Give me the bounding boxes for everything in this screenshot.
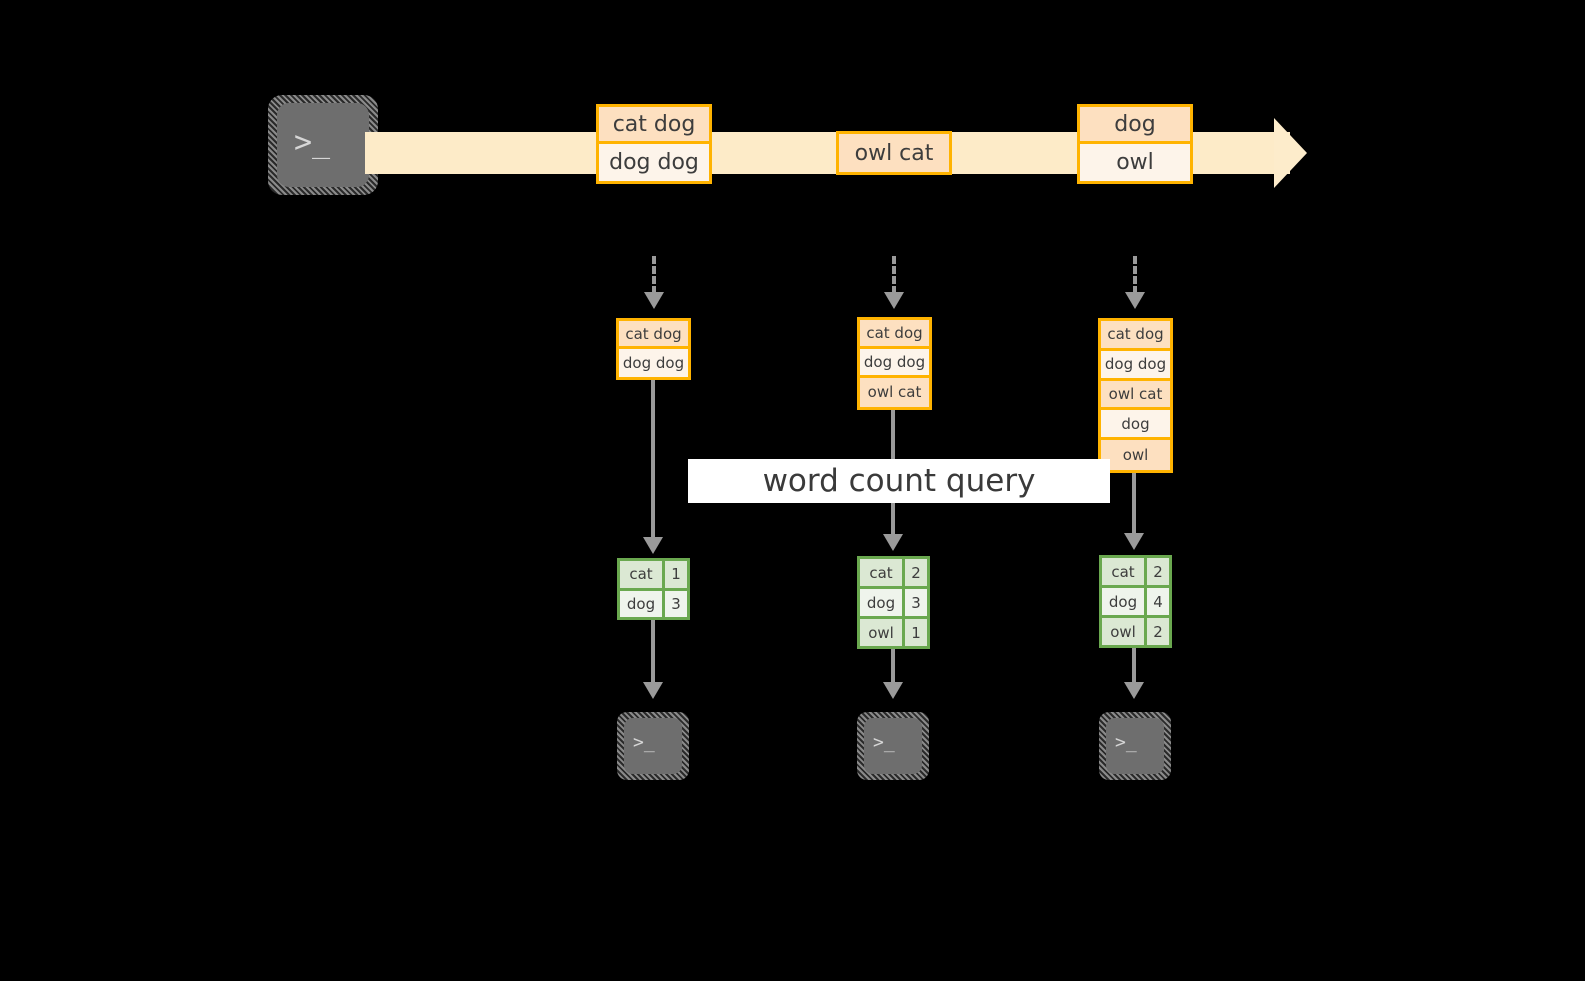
snapshot-1-sink-arrowhead-icon bbox=[643, 682, 663, 699]
snapshot-1-result-word: cat bbox=[620, 561, 665, 588]
snapshot-1-query-arrowhead-icon bbox=[643, 537, 663, 554]
snapshot-3-query-line bbox=[1132, 473, 1136, 536]
stream-record-1: cat dog dog dog bbox=[596, 104, 712, 184]
stream-record-3-line-2: owl bbox=[1080, 144, 1190, 181]
snapshot-3-result-word: owl bbox=[1102, 618, 1147, 645]
snapshot-2-result-word: dog bbox=[860, 589, 905, 616]
snapshot-3-result-word: cat bbox=[1102, 558, 1147, 585]
snapshot-2-input-row: cat dog bbox=[860, 320, 929, 349]
snapshot-3-result-word: dog bbox=[1102, 588, 1147, 615]
snapshot-3-input-table: cat dog dog dog owl cat dog owl bbox=[1098, 318, 1173, 473]
snapshot-2-tap-arrowhead-icon bbox=[884, 292, 904, 309]
source-terminal-icon: >_ bbox=[268, 95, 378, 195]
snapshot-3-result-table: cat 2 dog 4 owl 2 bbox=[1099, 555, 1172, 648]
snapshot-3-sink-terminal-body bbox=[1106, 718, 1164, 774]
snapshot-2-result-word: owl bbox=[860, 619, 905, 646]
snapshot-3-tap-arrowhead-icon bbox=[1125, 292, 1145, 309]
snapshot-1-query-line bbox=[651, 380, 655, 540]
snapshot-2-result-word: cat bbox=[860, 559, 905, 586]
table-row: owl 2 bbox=[1102, 618, 1169, 645]
snapshot-2-sink-arrowhead-icon bbox=[883, 682, 903, 699]
snapshot-1-result-count: 1 bbox=[671, 565, 681, 584]
snapshot-2-input-row: owl cat bbox=[860, 377, 929, 407]
snapshot-3-tap-dashed-line bbox=[1133, 256, 1137, 294]
table-row: cat 2 bbox=[860, 559, 927, 589]
snapshot-3-query-arrowhead-icon bbox=[1124, 533, 1144, 550]
snapshot-2-query-arrowhead-icon bbox=[883, 534, 903, 551]
snapshot-3-sink-arrowhead-icon bbox=[1124, 682, 1144, 699]
snapshot-1-result-table: cat 1 dog 3 bbox=[617, 558, 690, 620]
snapshot-3-result-count: 2 bbox=[1153, 622, 1163, 641]
snapshot-3-input-row: cat dog bbox=[1101, 321, 1170, 351]
snapshot-3-input-row: dog bbox=[1101, 410, 1170, 441]
snapshot-3-input-row: owl cat bbox=[1101, 380, 1170, 411]
snapshot-2-input-table: cat dog dog dog owl cat bbox=[857, 317, 932, 410]
stream-record-2: owl cat bbox=[836, 131, 952, 175]
source-terminal-prompt: >_ bbox=[294, 125, 331, 160]
table-row: dog 3 bbox=[860, 589, 927, 619]
stream-record-3: dog owl bbox=[1077, 104, 1193, 184]
stream-record-2-line-1: owl cat bbox=[839, 134, 949, 172]
snapshot-1-input-row: dog dog bbox=[619, 349, 688, 377]
snapshot-2-input-row: dog dog bbox=[860, 348, 929, 378]
snapshot-3-result-count: 2 bbox=[1153, 562, 1163, 581]
snapshot-2-tap-dashed-line bbox=[892, 256, 896, 294]
snapshot-2-result-count: 3 bbox=[911, 593, 921, 612]
table-row: cat 1 bbox=[620, 561, 687, 591]
table-row: cat 2 bbox=[1102, 558, 1169, 588]
snapshot-2-sink-line bbox=[891, 649, 895, 685]
snapshot-1-input-row: cat dog bbox=[619, 321, 688, 349]
snapshot-1-input-table: cat dog dog dog bbox=[616, 318, 691, 380]
snapshot-1-sink-line bbox=[651, 620, 655, 685]
query-banner: word count query bbox=[688, 459, 1110, 503]
snapshot-3-input-row: owl bbox=[1101, 440, 1170, 470]
stream-record-1-line-1: cat dog bbox=[599, 107, 709, 144]
snapshot-3-sink-terminal-icon: >_ bbox=[1099, 712, 1171, 780]
snapshot-3-sink-line bbox=[1132, 648, 1136, 685]
snapshot-1-result-count: 3 bbox=[671, 594, 681, 613]
snapshot-1-tap-arrowhead-icon bbox=[644, 292, 664, 309]
snapshot-2-sink-terminal-prompt: >_ bbox=[873, 732, 895, 753]
snapshot-2-result-count: 1 bbox=[911, 623, 921, 642]
snapshot-3-result-count: 4 bbox=[1153, 592, 1163, 611]
stream-record-1-line-2: dog dog bbox=[599, 144, 709, 181]
snapshot-1-sink-terminal-icon: >_ bbox=[617, 712, 689, 780]
snapshot-1-result-word: dog bbox=[620, 590, 665, 617]
snapshot-1-sink-terminal-prompt: >_ bbox=[633, 732, 655, 753]
snapshot-1-sink-terminal-body bbox=[624, 718, 682, 774]
snapshot-2-result-count: 2 bbox=[911, 563, 921, 582]
snapshot-1-tap-dashed-line bbox=[652, 256, 656, 294]
table-row: dog 4 bbox=[1102, 588, 1169, 618]
snapshot-3-input-row: dog dog bbox=[1101, 350, 1170, 381]
stream-record-3-line-1: dog bbox=[1080, 107, 1190, 144]
table-row: dog 3 bbox=[620, 590, 687, 617]
snapshot-2-sink-terminal-body bbox=[864, 718, 922, 774]
snapshot-2-result-table: cat 2 dog 3 owl 1 bbox=[857, 556, 930, 649]
source-terminal-body bbox=[277, 103, 369, 187]
table-row: owl 1 bbox=[860, 619, 927, 646]
stream-arrowhead-icon bbox=[1274, 118, 1307, 188]
snapshot-3-sink-terminal-prompt: >_ bbox=[1115, 732, 1137, 753]
snapshot-2-sink-terminal-icon: >_ bbox=[857, 712, 929, 780]
